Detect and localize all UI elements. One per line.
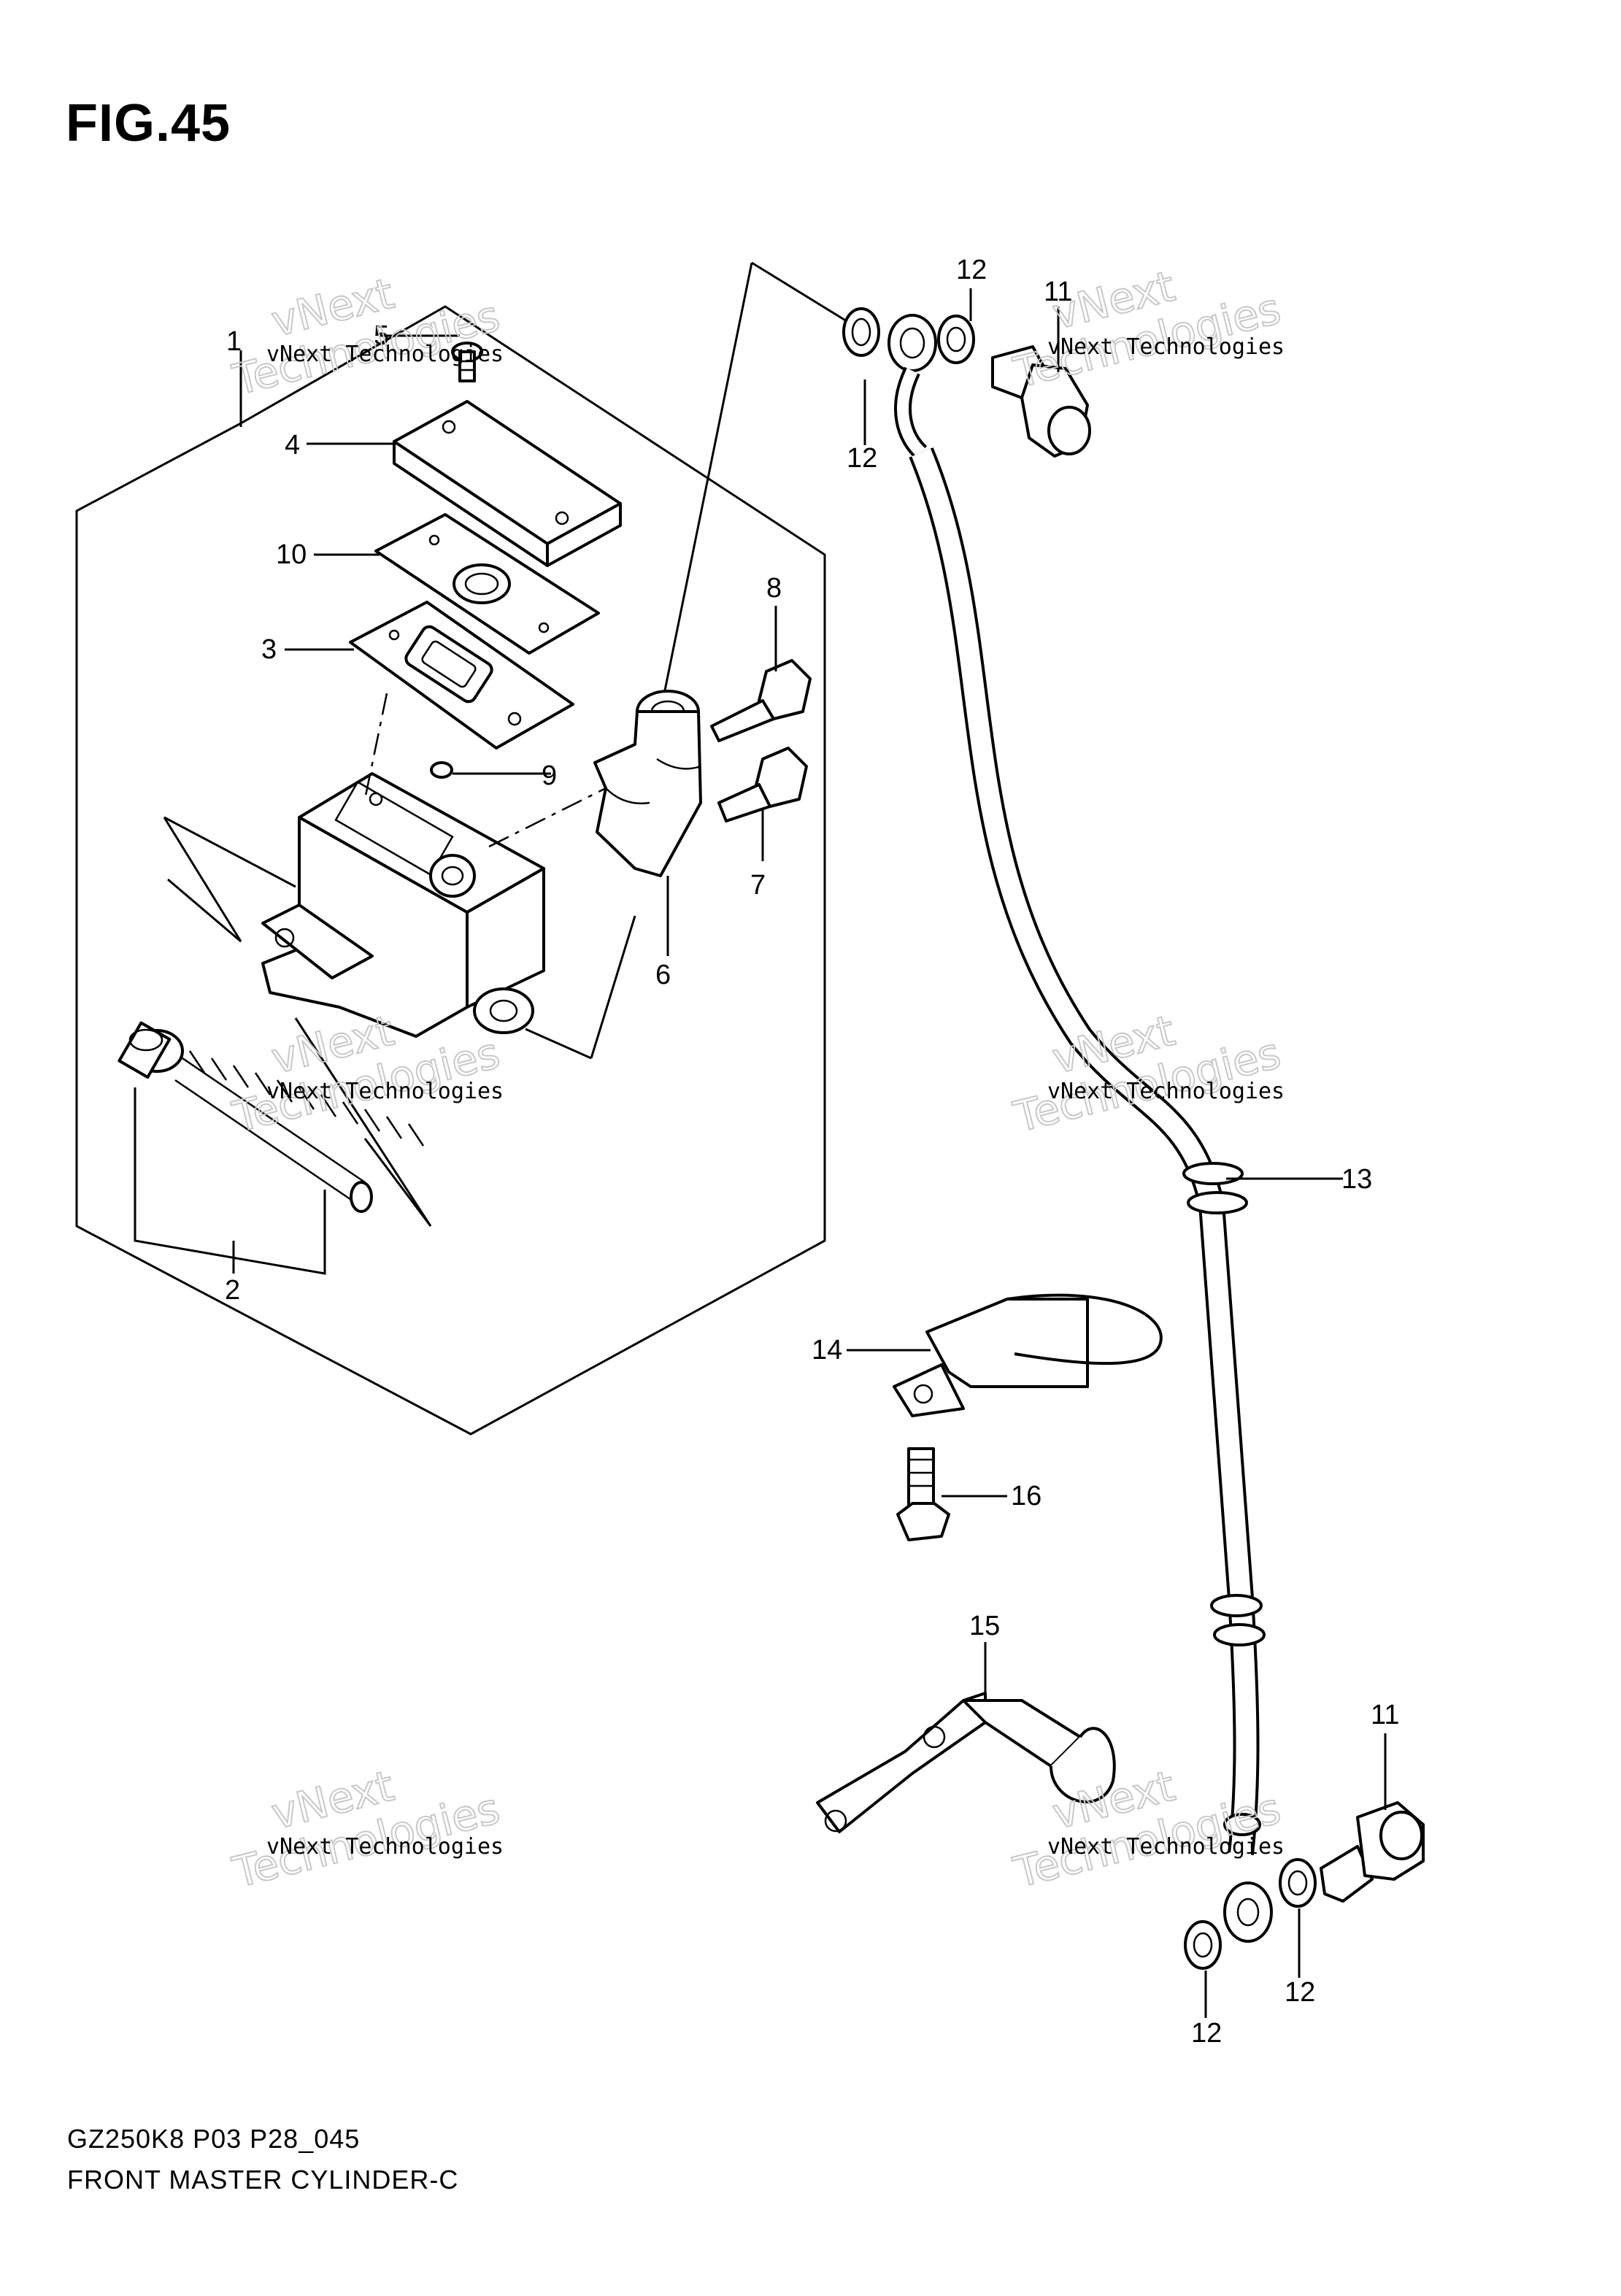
part-7-bolt [717,747,808,823]
part-2-piston-kit [118,1021,425,1213]
callout-7: 7 [750,870,766,901]
figure-title: FIG.45 [66,94,231,153]
callout-12: 12 [847,443,877,474]
part-15-bracket [816,1692,1116,1833]
callout-4: 4 [285,430,300,461]
part-3-diaphragm [349,601,574,750]
callout-15: 15 [969,1611,1000,1641]
part-10-plate [374,513,600,655]
watermark: vNext Technologies vNext Technologies [1008,1005,1286,1143]
svg-text:vNext Technologies: vNext Technologies [1047,334,1285,360]
part-14-hose-clamp [893,1293,1163,1417]
assembly-1-outline [75,305,826,1436]
svg-text:vNext Technologies: vNext Technologies [266,342,504,367]
model-code: GZ250K8 P03 P28_045 [67,2124,361,2154]
part-6-clamp [593,690,702,877]
callout-13: 13 [1341,1164,1372,1195]
part-9-screw [430,761,453,779]
svg-text:vNext Technologies: vNext Technologies [1047,1079,1285,1104]
callout-12: 12 [956,255,987,285]
callout-8: 8 [766,573,782,604]
callout-12: 12 [1191,2018,1222,2049]
callout-10: 10 [276,539,307,570]
callout-11: 11 [1044,277,1072,307]
callout-1: 1 [226,326,242,357]
part-16-bolt [896,1447,950,1541]
callout-11: 11 [1371,1700,1399,1730]
watermark: vNext Technologies vNext Technologies [227,1760,505,1898]
part-13-brake-hose [842,307,1317,1970]
part-5-screw [451,342,483,382]
part-4-cap [393,400,622,567]
master-cylinder-body [261,772,545,1038]
svg-text:vNext Technologies: vNext Technologies [266,1834,504,1860]
svg-text:vNext Technologies: vNext Technologies [266,1079,504,1104]
callout-12: 12 [1285,1977,1315,2008]
callout-3: 3 [261,634,277,665]
svg-text:vNext Technologies: vNext Technologies [1047,1834,1285,1860]
callout-9: 9 [542,760,557,791]
callout-5: 5 [374,320,389,351]
part-11-union-bolt [991,345,1091,458]
figure-name: FRONT MASTER CYLINDER-C [67,2165,459,2195]
part-8-bolt [710,659,812,742]
callout-14: 14 [812,1335,842,1365]
callout-16: 16 [1011,1481,1041,1511]
callout-2: 2 [225,1275,240,1306]
part-12-washer [937,315,975,364]
callout-6: 6 [655,960,671,990]
part-11-union-bolt [1320,1801,1425,1903]
